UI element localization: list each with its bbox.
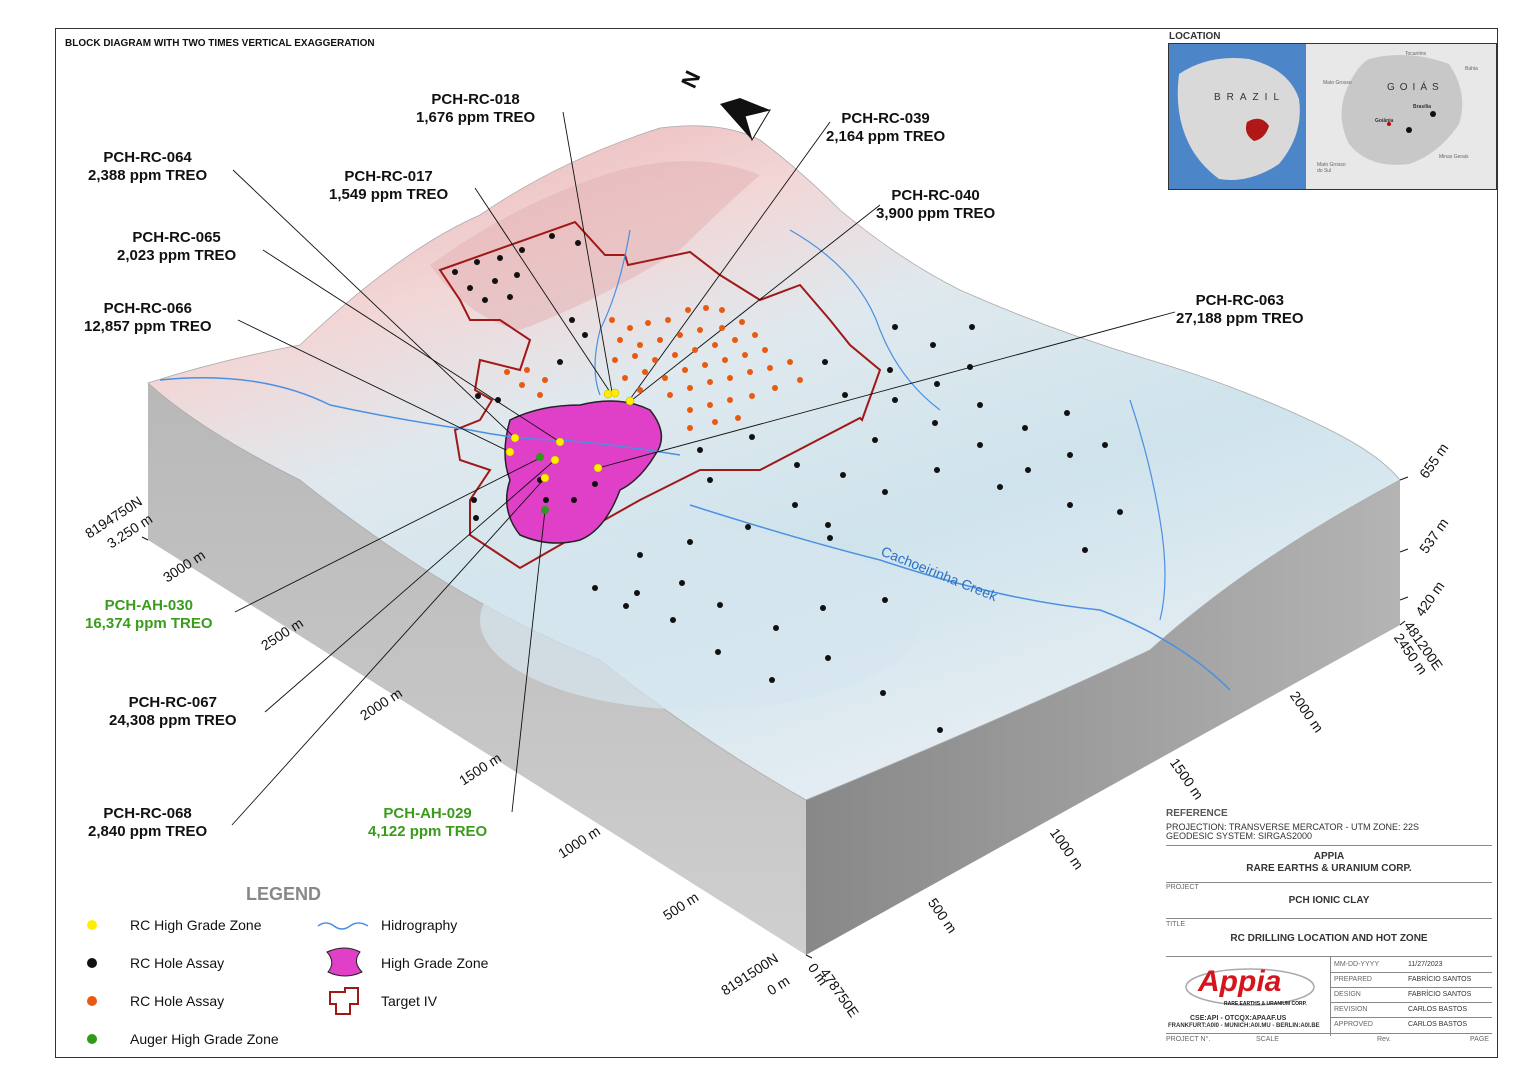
tb-row-value: CARLOS BASTOS — [1408, 1021, 1468, 1028]
tb-geodesic: GEODESIC SYSTEM: SIRGAS2000 — [1166, 831, 1313, 841]
tb-exchange-2: FRANKFURT:A0I0 - MUNICH:A0I.MU - BERLIN:… — [1168, 1023, 1320, 1029]
tb-footer-label: PROJECT N°. — [1166, 1036, 1211, 1043]
appia-logo: Appia RARE EARTHS & URANIUM CORP. — [1184, 963, 1324, 1011]
tb-row-label: REVISION — [1334, 1006, 1368, 1013]
tb-project: PCH IONIC CLAY — [1288, 895, 1370, 906]
inset-state: GOIÁS — [1387, 82, 1444, 93]
tb-row-value: FABRÍCIO SANTOS — [1408, 991, 1472, 998]
legend-target-outline-icon — [329, 987, 359, 1015]
legend-label: RC High Grade Zone — [130, 917, 262, 933]
inset-label: LOCATION — [1169, 31, 1221, 42]
map-frame — [55, 28, 1498, 1058]
legend-title: LEGEND — [246, 884, 322, 904]
tb-projection: PROJECTION: TRANSVERSE MERCATOR - UTM ZO… — [1166, 822, 1420, 832]
stream-4 — [1129, 399, 1166, 621]
axis-ticks — [141, 476, 1409, 959]
tb-exchange-1: CSE:API - OTCQX:APAAF.US — [1190, 1015, 1287, 1022]
legend-magenta-shape-icon — [326, 947, 363, 977]
tb-row-label: MM-DD-YYYY — [1334, 961, 1380, 968]
inset-place: Mato Grosso — [1323, 80, 1352, 86]
stream-1 — [159, 377, 681, 456]
yellow-holes — [505, 388, 635, 483]
legend-black-dot-icon — [87, 958, 97, 968]
callout-leaders — [231, 111, 1176, 826]
tb-footer-label: Rev. — [1377, 1036, 1391, 1043]
legend-wave-icon — [317, 922, 369, 930]
hill-shade — [430, 161, 760, 330]
orange-holes — [504, 305, 803, 431]
legend-yellow-dot-icon — [87, 920, 97, 930]
tb-row-value: 11/27/2023 — [1408, 961, 1443, 968]
inset-country: BRAZIL — [1214, 92, 1286, 103]
tb-row-value: FABRÍCIO SANTOS — [1408, 976, 1472, 983]
legend-label: Target IV — [381, 993, 438, 1009]
stream-3 — [789, 229, 941, 411]
logo-text: Appia — [1198, 965, 1282, 998]
map-title: BLOCK DIAGRAM WITH TWO TIMES VERTICAL EX… — [65, 38, 375, 49]
legend-label: RC Hole Assay — [130, 955, 225, 971]
tb-company-1: APPIA — [1313, 851, 1345, 862]
tb-footer-label: SCALE — [1256, 1036, 1279, 1043]
logo-sub: RARE EARTHS & URANIUM CORP. — [1224, 1001, 1307, 1007]
inset-map: LOCATION BRAZIL GOIÁS Tocantins Bahia Ma… — [1168, 31, 1497, 190]
legend-label: High Grade Zone — [381, 955, 489, 971]
block-left-wall — [148, 383, 806, 955]
legend-orange-dot-icon — [87, 996, 97, 1006]
tb-title-label: TITLE — [1166, 921, 1186, 928]
tb-row-label: APPROVED — [1334, 1021, 1373, 1028]
block-right-wall — [806, 480, 1400, 955]
green-holes — [536, 453, 549, 514]
legend-label: Hidrography — [381, 917, 458, 933]
legend-label: Auger High Grade Zone — [130, 1031, 279, 1047]
inset-place: Bahia — [1465, 66, 1478, 72]
inset-place: Minas Gerais — [1439, 154, 1469, 160]
stream-creek — [689, 504, 1231, 691]
tb-reference-label: REFERENCE — [1166, 808, 1228, 819]
tb-row-value: CARLOS BASTOS — [1408, 1006, 1468, 1013]
stream-2 — [594, 229, 631, 396]
inset-place: Brasília — [1413, 104, 1432, 110]
tb-project-label: PROJECT — [1166, 884, 1199, 891]
inset-place: Goiânia — [1375, 118, 1394, 124]
inset-place: Tocantins — [1405, 51, 1427, 57]
tb-row-label: PREPARED — [1334, 976, 1372, 983]
inset-place: Mato Grosso do Sul — [1317, 162, 1346, 174]
valley-shade — [480, 530, 920, 710]
tb-footer-label: PAGE — [1470, 1036, 1489, 1043]
titleblock: REFERENCE PROJECTION: TRANSVERSE MERCATO… — [1160, 805, 1498, 1058]
tb-row-label: DESIGN — [1334, 991, 1361, 998]
legend-label: RC Hole Assay — [130, 993, 225, 1009]
tb-company-2: RARE EARTHS & URANIUM CORP. — [1246, 863, 1412, 874]
tb-title: RC DRILLING LOCATION AND HOT ZONE — [1230, 933, 1428, 944]
legend-green-dot-icon — [87, 1034, 97, 1044]
